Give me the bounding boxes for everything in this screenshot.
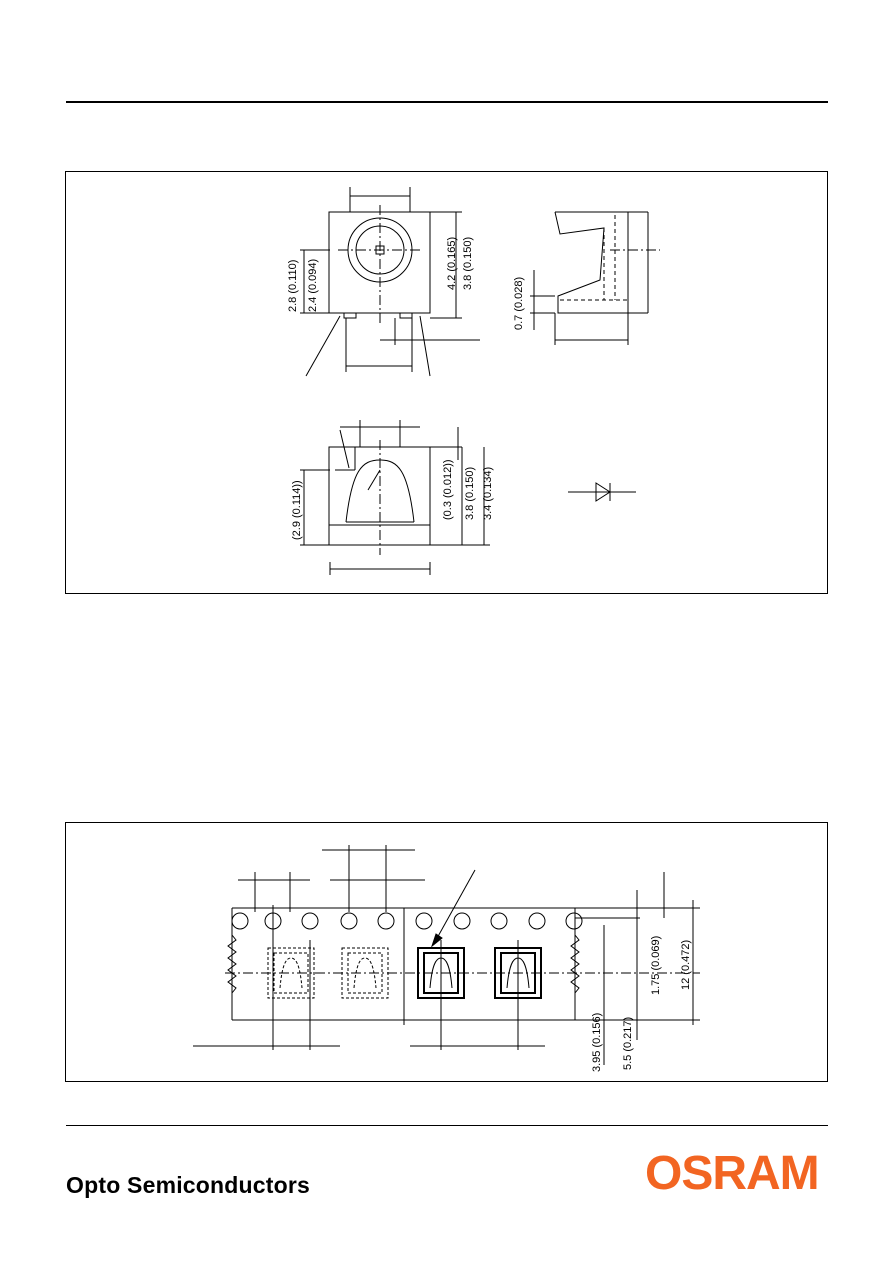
- side-view: [530, 211, 660, 345]
- package-outline-frame: [65, 171, 828, 594]
- tape-dimensions-frame: [65, 822, 828, 1082]
- bottom-view: [300, 420, 490, 575]
- dim-tape-5-5: 5.5 (0.217): [622, 1017, 634, 1070]
- dim-bottom-0-3: (0.3 (0.012)): [442, 459, 454, 520]
- dim-bottom-2-9: (2.9 (0.114)): [291, 480, 303, 540]
- osram-logo: OSRAM: [645, 1147, 820, 1200]
- dim-tape-3-95: 3.95 (0.156): [591, 1013, 603, 1072]
- front-view: [300, 187, 480, 377]
- tape-view: [193, 845, 700, 1065]
- dim-front-2-4: 2.4 (0.094): [307, 259, 319, 312]
- dim-front-2-8: 2.8 (0.110): [287, 260, 299, 312]
- dim-front-4-2: 4.2 (0.165): [446, 237, 458, 290]
- dim-bottom-3-8: 3.8 (0.150): [464, 467, 476, 520]
- footer-label: Opto Semiconductors: [66, 1172, 311, 1198]
- dim-front-3-8: 3.8 (0.150): [462, 237, 474, 290]
- dim-tape-1-75: 1.75 (0.069): [650, 936, 662, 995]
- dim-side-0-7: 0.7 (0.028): [513, 277, 525, 330]
- dim-bottom-3-4: 3.4 (0.134): [482, 467, 494, 520]
- diode-symbol: [568, 482, 636, 502]
- header-rule: [66, 101, 828, 103]
- dim-tape-12: 12 (0.472): [680, 940, 692, 990]
- footer-rule: [66, 1125, 828, 1126]
